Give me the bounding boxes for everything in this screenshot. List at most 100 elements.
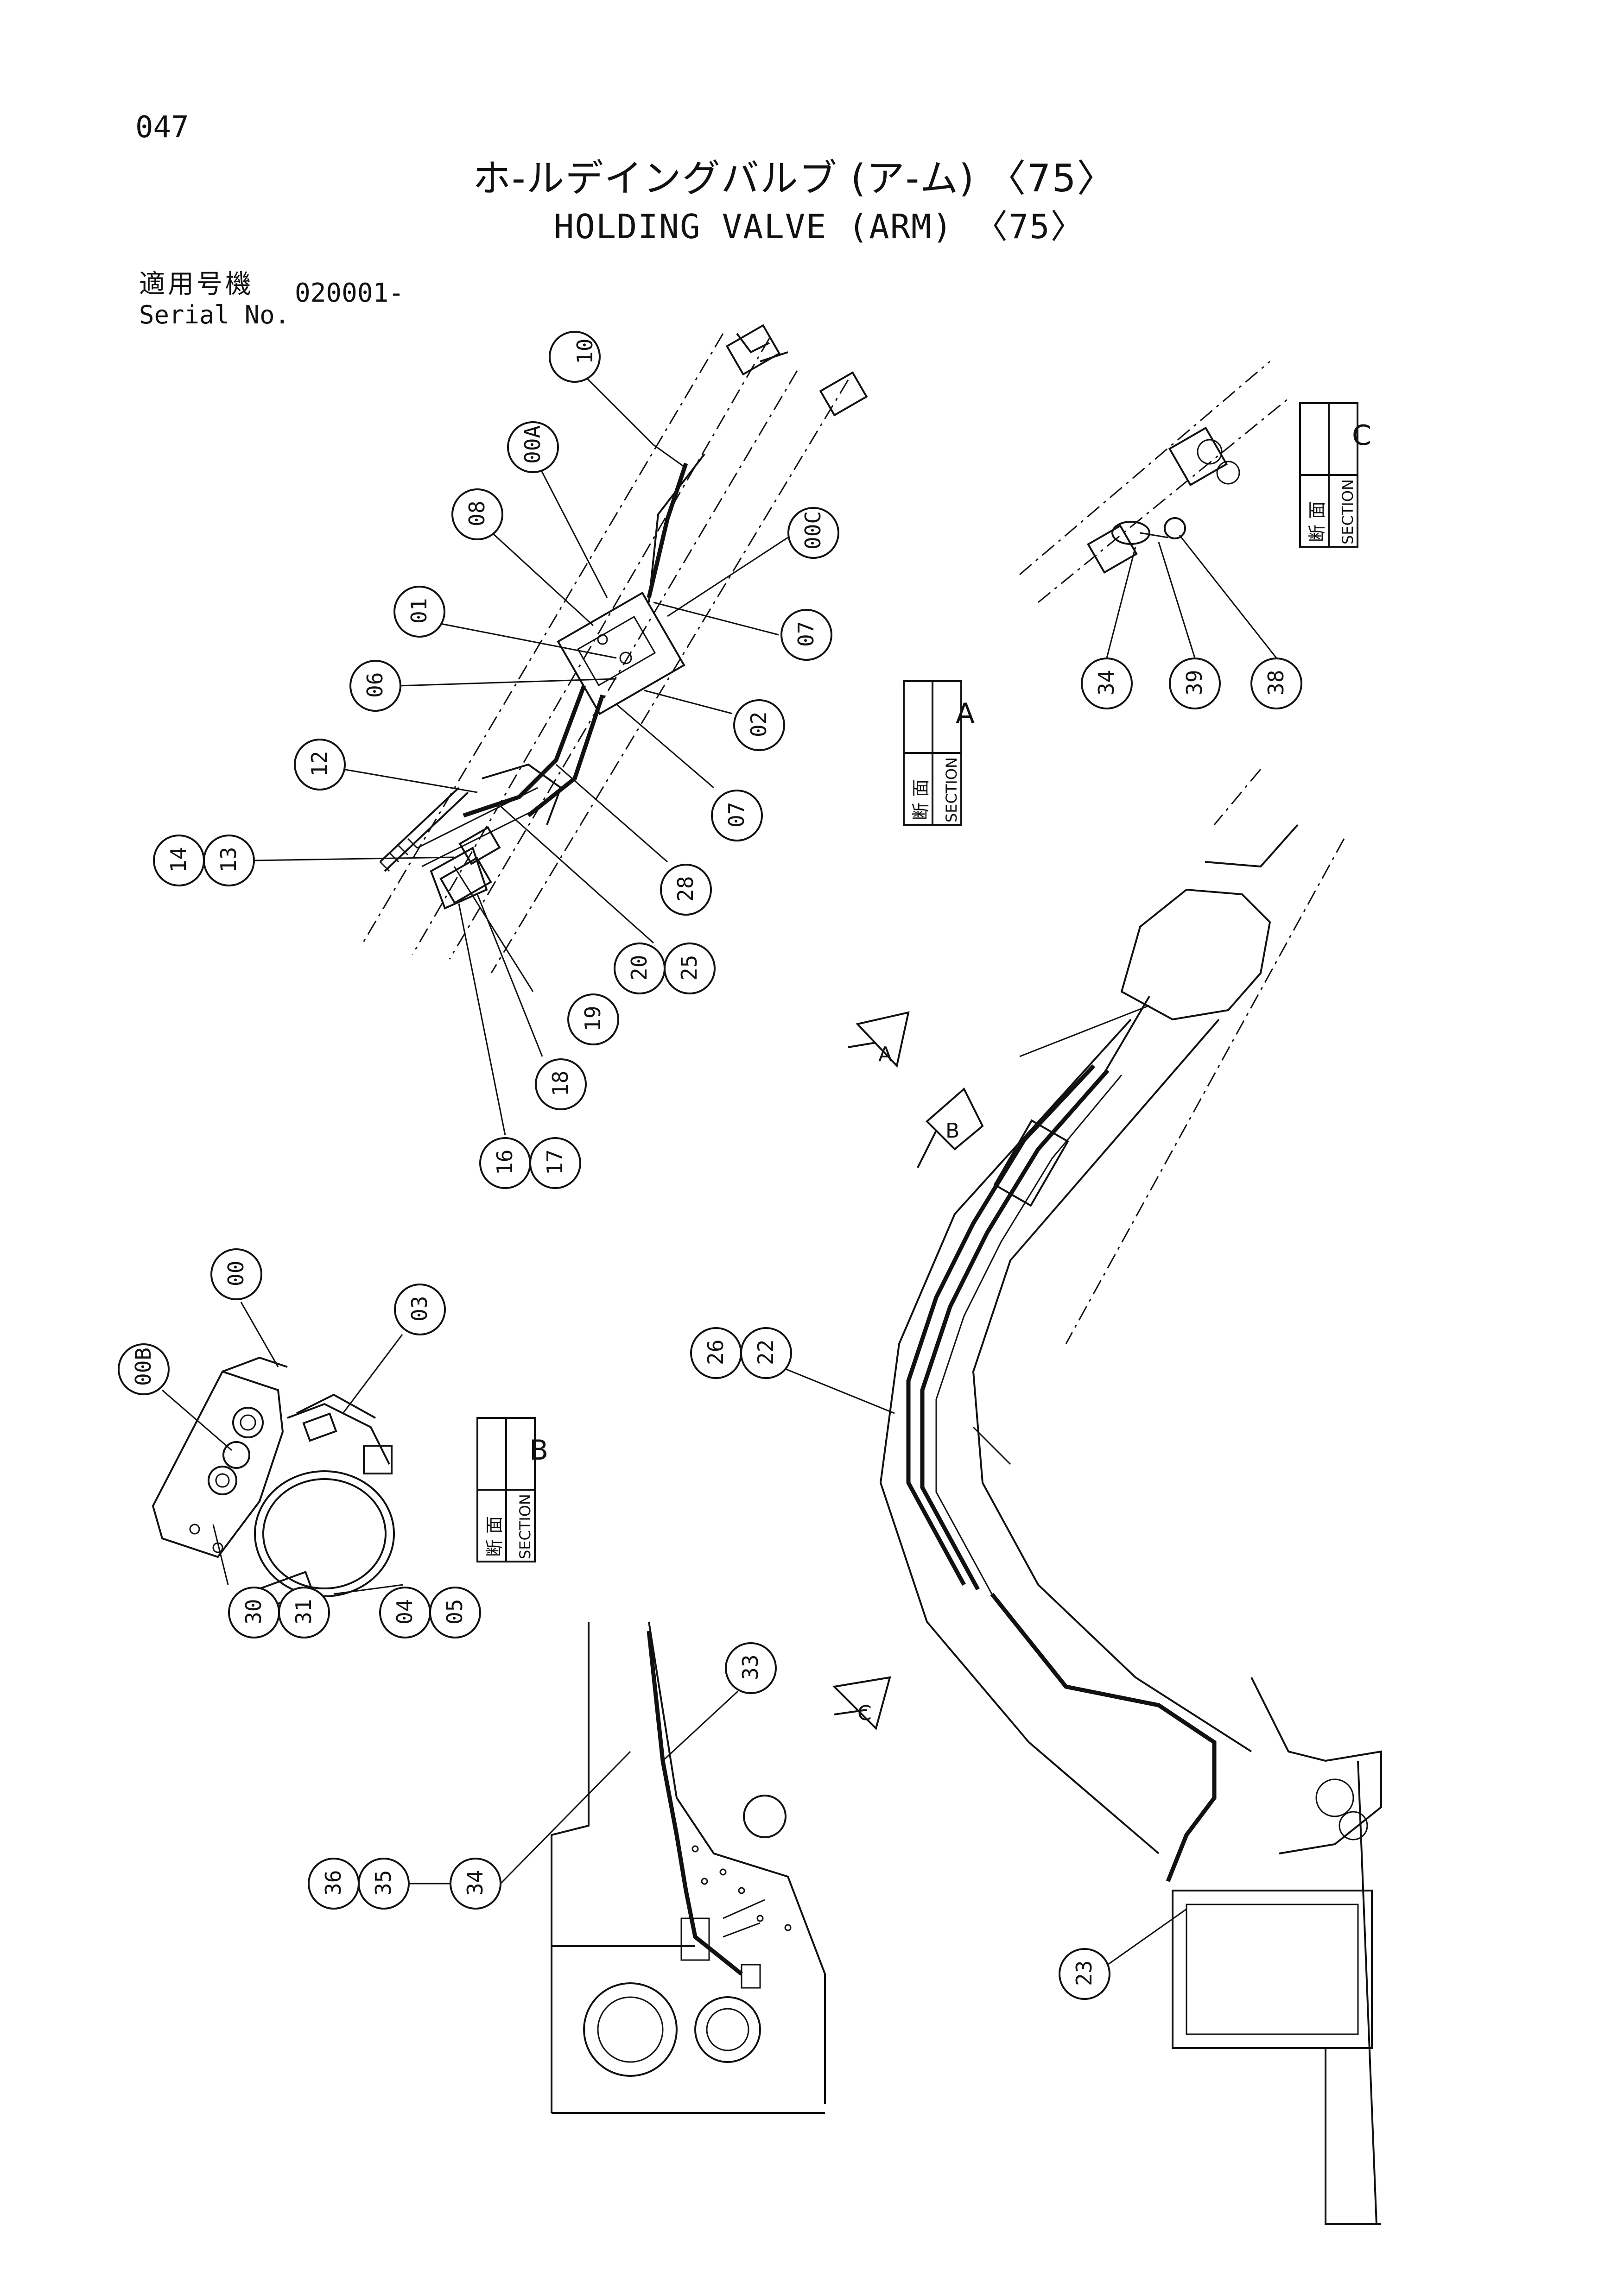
page-number: 047	[135, 110, 189, 145]
section-b-label: B 断 面 SECTION	[476, 1417, 548, 1562]
section-c-letter: C	[1352, 419, 1371, 452]
svg-text:33: 33	[738, 1655, 763, 1680]
callout-33: 33	[725, 1642, 777, 1694]
svg-text:18: 18	[548, 1071, 573, 1096]
boom-arm-main-view	[879, 769, 1382, 2225]
callout-26: 26	[690, 1327, 742, 1379]
callout-00c: 00C	[787, 507, 839, 559]
callout-10: 10	[549, 331, 601, 383]
callout-00b: 00B	[118, 1343, 170, 1395]
view-arrow-c-letter: C	[857, 1701, 872, 1725]
svg-text:36: 36	[321, 1870, 346, 1896]
section-a-label: A 断 面 SECTION	[903, 680, 975, 826]
callout-07-lower: 07	[711, 790, 763, 841]
callout-07-upper: 07	[780, 609, 832, 661]
callout-04: 04	[379, 1587, 431, 1638]
frame-detail-view	[551, 1621, 826, 2114]
view-arrow-a-letter: A	[878, 1043, 892, 1066]
svg-text:22: 22	[753, 1340, 778, 1365]
section-a-en: SECTION	[943, 757, 960, 822]
serial-label-english: Serial No.	[139, 300, 290, 329]
svg-text:10: 10	[572, 339, 597, 364]
section-a-letter: A	[956, 697, 975, 730]
callout-01: 01	[393, 586, 445, 638]
callout-36: 36	[308, 1858, 360, 1910]
title-english: HOLDING VALVE (ARM) 〈75〉	[554, 207, 1085, 246]
svg-text:30: 30	[241, 1599, 266, 1625]
callout-06: 06	[349, 660, 401, 712]
callout-25: 25	[664, 942, 716, 994]
callout-08: 08	[451, 488, 503, 540]
svg-text:28: 28	[673, 876, 698, 902]
svg-text:25: 25	[677, 955, 702, 980]
callout-23: 23	[1059, 1948, 1110, 2000]
callout-03: 03	[394, 1284, 446, 1335]
section-b-valve-view	[152, 1356, 395, 1610]
main-view-leaders	[746, 1352, 1187, 1966]
svg-text:39: 39	[1182, 670, 1207, 696]
serial-number-value: 020001-	[295, 278, 405, 308]
svg-text:07: 07	[793, 621, 818, 647]
frame-view-leaders	[500, 1690, 739, 1885]
section-b-jp: 断 面	[484, 1516, 505, 1557]
callout-28: 28	[660, 864, 712, 916]
svg-text:13: 13	[216, 847, 241, 873]
view-arrow-b-letter: B	[945, 1119, 959, 1143]
svg-text:38: 38	[1263, 670, 1288, 696]
svg-text:02: 02	[746, 712, 771, 737]
callout-05: 05	[429, 1587, 481, 1638]
svg-text:34: 34	[463, 1870, 488, 1896]
section-c-clamp-view	[1019, 361, 1289, 658]
section-a-jp: 断 面	[911, 779, 931, 820]
svg-text:05: 05	[442, 1599, 467, 1625]
svg-text:14: 14	[166, 847, 191, 873]
svg-text:00C: 00C	[800, 511, 825, 550]
bubble-pair-connectors	[409, 1883, 450, 1885]
callout-14: 14	[153, 835, 205, 886]
callout-31: 31	[278, 1587, 330, 1638]
section-b-leaders	[162, 1302, 404, 1595]
section-c-label: C 断 面 SECTION	[1299, 402, 1371, 548]
callout-00a: 00A	[507, 421, 559, 473]
callout-12: 12	[294, 739, 346, 791]
callout-17: 17	[529, 1137, 581, 1189]
callout-16: 16	[479, 1137, 531, 1189]
view-arrow-c: C	[832, 1676, 891, 1730]
svg-text:12: 12	[307, 751, 332, 777]
section-b-en: SECTION	[516, 1494, 534, 1559]
svg-text:34: 34	[1094, 670, 1119, 696]
svg-text:04: 04	[392, 1599, 417, 1625]
title-japanese: ホ-ルデイングバルブ (ア-ム) 〈75〉	[473, 157, 1116, 201]
callout-30: 30	[228, 1587, 280, 1638]
callout-38: 38	[1250, 658, 1302, 709]
section-c-jp: 断 面	[1307, 501, 1327, 542]
callout-13: 13	[203, 835, 255, 886]
callout-35: 35	[358, 1858, 410, 1910]
svg-text:00A: 00A	[520, 425, 545, 464]
svg-text:08: 08	[464, 501, 489, 526]
section-a-arm-view	[361, 324, 868, 974]
callout-34-frame: 34	[450, 1858, 501, 1910]
callout-02: 02	[733, 699, 785, 751]
section-b-letter: B	[529, 1434, 548, 1467]
svg-text:31: 31	[291, 1599, 316, 1625]
svg-text:07: 07	[724, 802, 749, 828]
svg-text:26: 26	[703, 1340, 728, 1365]
callout-bubbles: 10 00A 08 00C 01 07 06 02 12 07 14 13 28…	[118, 331, 1302, 2000]
svg-text:35: 35	[371, 1870, 396, 1896]
serial-label-japanese: 適用号機	[139, 269, 254, 299]
svg-text:00: 00	[223, 1261, 248, 1286]
svg-text:03: 03	[407, 1296, 432, 1322]
svg-text:01: 01	[406, 598, 431, 624]
svg-text:06: 06	[362, 672, 387, 698]
callout-34-section-c: 34	[1081, 658, 1133, 709]
section-c-en: SECTION	[1339, 479, 1357, 544]
svg-text:17: 17	[542, 1150, 567, 1175]
callout-20: 20	[614, 942, 666, 994]
callout-39: 39	[1169, 658, 1221, 709]
section-a-leaders	[254, 370, 788, 1136]
svg-text:20: 20	[627, 955, 652, 980]
svg-text:19: 19	[580, 1006, 605, 1031]
view-arrow-b: B	[917, 1087, 984, 1168]
